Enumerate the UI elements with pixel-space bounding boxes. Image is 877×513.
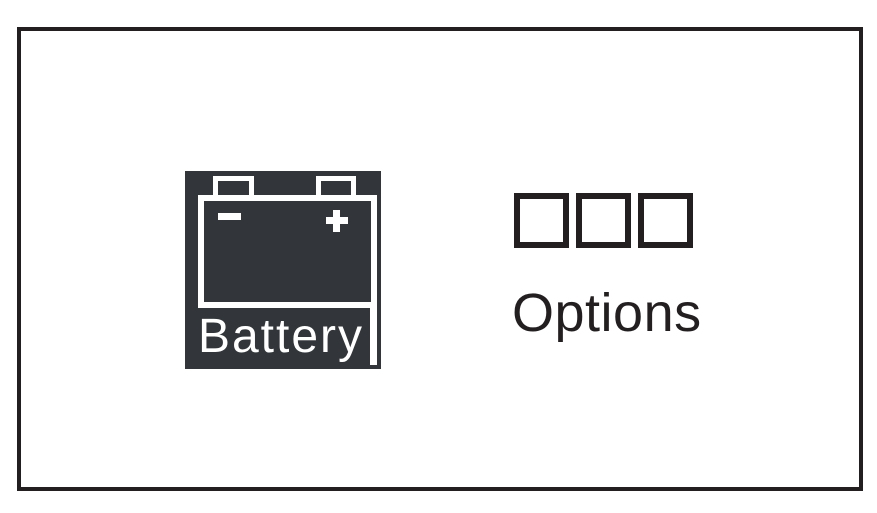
three-squares-icon: [514, 193, 714, 248]
option-square: [514, 193, 569, 248]
battery-body-edge-line: [370, 306, 377, 365]
plus-icon-vertical-bar: [333, 210, 340, 232]
options-label: Options: [512, 283, 702, 343]
screen-border-frame: [17, 27, 863, 491]
options-menu-item[interactable]: Options: [512, 193, 714, 349]
plus-icon: [326, 210, 348, 232]
battery-icon: [198, 195, 377, 308]
option-square: [638, 193, 693, 248]
battery-menu-tile[interactable]: Battery: [185, 171, 381, 369]
minus-icon: [218, 213, 241, 220]
option-square: [576, 193, 631, 248]
battery-label: Battery: [197, 310, 365, 363]
